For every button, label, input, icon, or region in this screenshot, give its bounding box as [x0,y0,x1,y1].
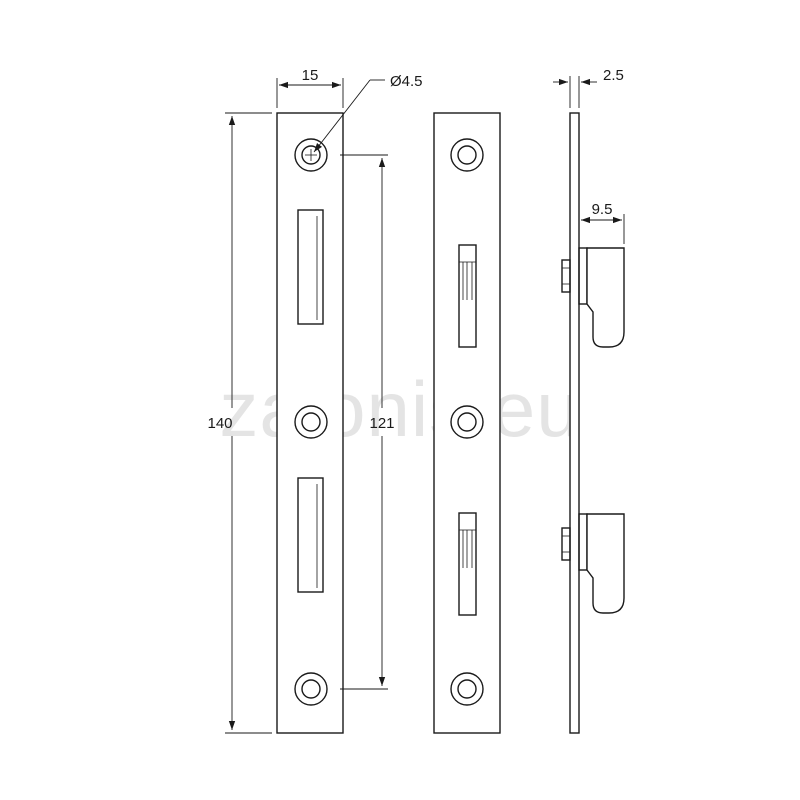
back-view [433,112,501,734]
watermark-text: zalonis.eu [219,365,580,453]
back-slot-lower [458,512,477,616]
front-hole-top [294,138,328,172]
side-hook-lower [561,513,625,614]
side-plate [569,112,580,734]
side-view [561,112,625,734]
front-hole-middle [294,405,328,439]
dimension-hole-diameter-label: Ø4.5 [390,73,423,90]
dimension-width-label: 15 [302,67,319,84]
front-slot-upper [297,209,324,325]
front-slot-lower [297,477,324,593]
dimension-thickness-label: 2.5 [603,67,624,84]
front-plate [276,112,344,734]
dimension-hole-diameter: Ø4.5 [313,73,423,153]
dimension-hook-depth: 9.5 [578,201,625,244]
front-hole-bottom [294,672,328,706]
back-hole-middle [450,405,484,439]
back-plate [433,112,501,734]
dimension-hole-spacing-label: 121 [369,415,394,432]
dimension-total-length-label: 140 [207,415,232,432]
dimension-total-length: 140 [207,112,272,734]
back-hole-bottom [450,672,484,706]
dimension-hook-depth-label: 9.5 [592,201,613,218]
side-hook-upper [561,247,625,348]
dimension-width: 15 [276,67,344,108]
back-slot-upper [458,244,477,348]
dimension-hole-spacing: 121 [340,154,395,690]
front-view [276,112,344,734]
back-hole-top [450,138,484,172]
dimension-thickness: 2.5 [553,67,624,108]
